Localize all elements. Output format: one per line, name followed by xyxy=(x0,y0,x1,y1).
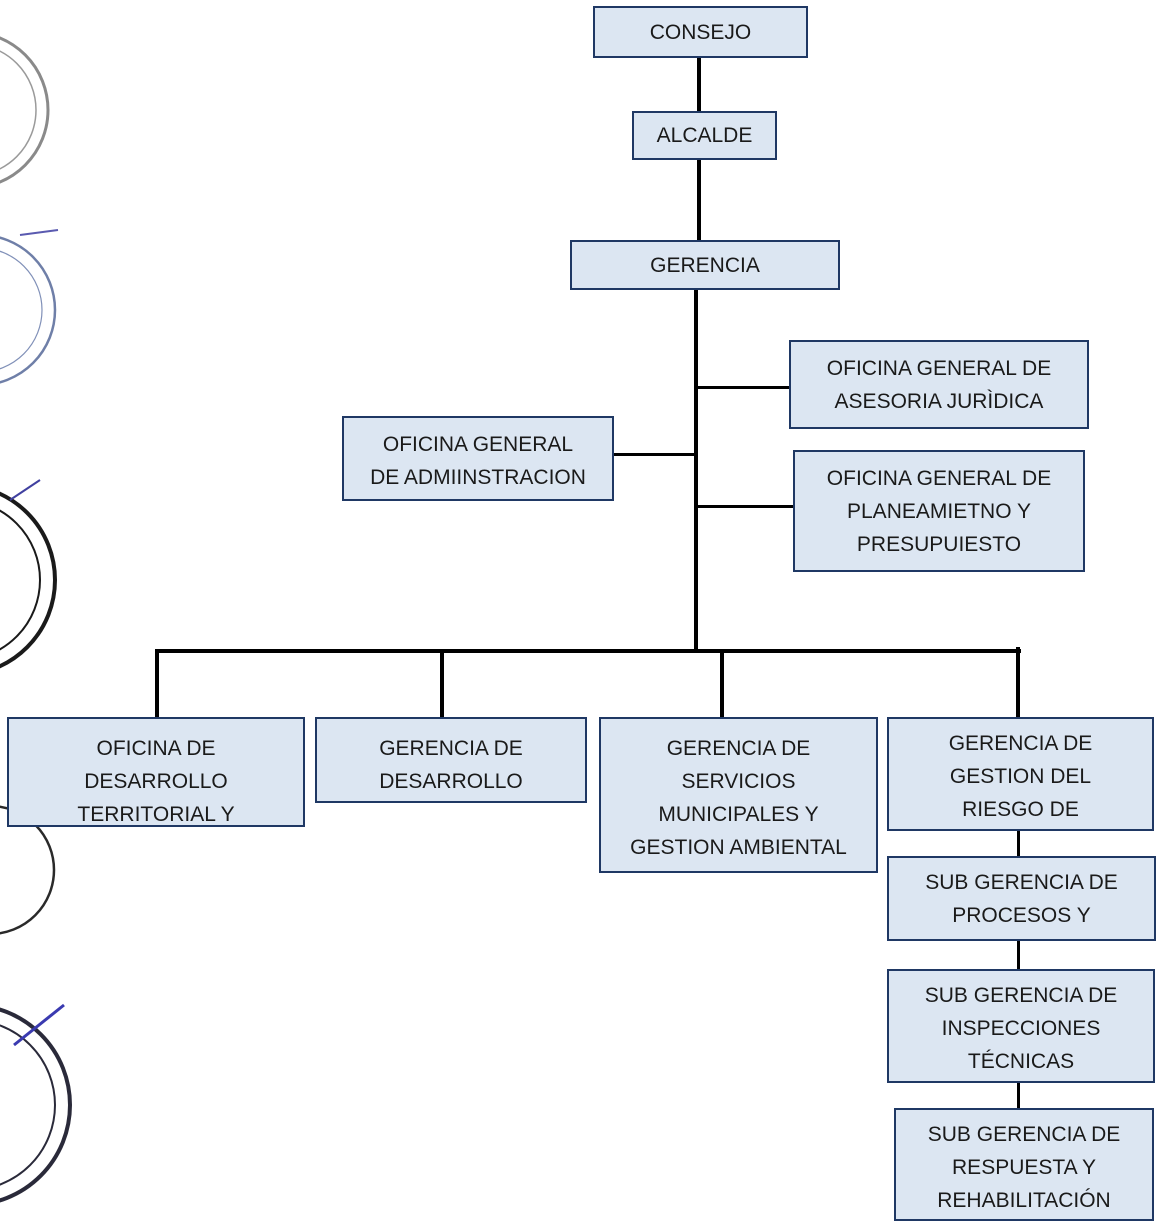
connector-alcalde-gerencia xyxy=(697,160,701,240)
seal-stamp-1 xyxy=(0,36,50,184)
box-oficina-desarrollo-territorial: OFICINA DE DESARROLLO TERRITORIAL Y xyxy=(7,717,305,827)
connector-drop-2 xyxy=(440,651,444,718)
seal-stamp-5 xyxy=(0,1003,72,1203)
connector-inspecciones-respuesta xyxy=(1017,1082,1020,1109)
connector-planeamiento xyxy=(696,505,794,508)
connector-consejo-alcalde xyxy=(697,58,701,111)
box-oficina-asesoria-juridica: OFICINA GENERAL DE ASESORIA JURÌDICA xyxy=(789,340,1089,429)
seal-stamp-3 xyxy=(0,479,57,669)
connector-riesgo-procesos xyxy=(1017,831,1020,856)
connector-drop-3 xyxy=(720,651,724,718)
box-alcalde: ALCALDE xyxy=(632,111,777,160)
connector-drop-4 xyxy=(1016,647,1020,718)
box-sub-gerencia-respuesta: SUB GERENCIA DE RESPUESTA Y REHABILITACI… xyxy=(894,1108,1154,1221)
box-sub-gerencia-procesos: SUB GERENCIA DE PROCESOS Y xyxy=(887,856,1156,941)
box-consejo: CONSEJO xyxy=(593,6,808,58)
box-oficina-administracion: OFICINA GENERAL DE ADMIINSTRACION xyxy=(342,416,614,501)
box-gerencia-gestion-riesgo: GERENCIA DE GESTION DEL RIESGO DE xyxy=(887,717,1154,831)
box-gerencia-desarrollo: GERENCIA DE DESARROLLO xyxy=(315,717,587,803)
connector-horizontal-bus xyxy=(155,649,1021,653)
box-gerencia: GERENCIA xyxy=(570,240,840,290)
connector-main-trunk xyxy=(694,290,698,652)
seal-stamp-4 xyxy=(0,805,56,935)
connector-asesoria xyxy=(696,386,791,389)
box-oficina-planeamiento: OFICINA GENERAL DE PLANEAMIETNO Y PRESUP… xyxy=(793,450,1085,572)
box-sub-gerencia-inspecciones: SUB GERENCIA DE INSPECCIONES TÉCNICAS xyxy=(887,969,1155,1083)
connector-administracion xyxy=(613,453,696,456)
connector-drop-1 xyxy=(155,651,159,718)
box-gerencia-servicios-municipales: GERENCIA DE SERVICIOS MUNICIPALES Y GEST… xyxy=(599,717,878,873)
connector-procesos-inspecciones xyxy=(1017,940,1020,969)
seal-stamp-2 xyxy=(0,229,59,384)
